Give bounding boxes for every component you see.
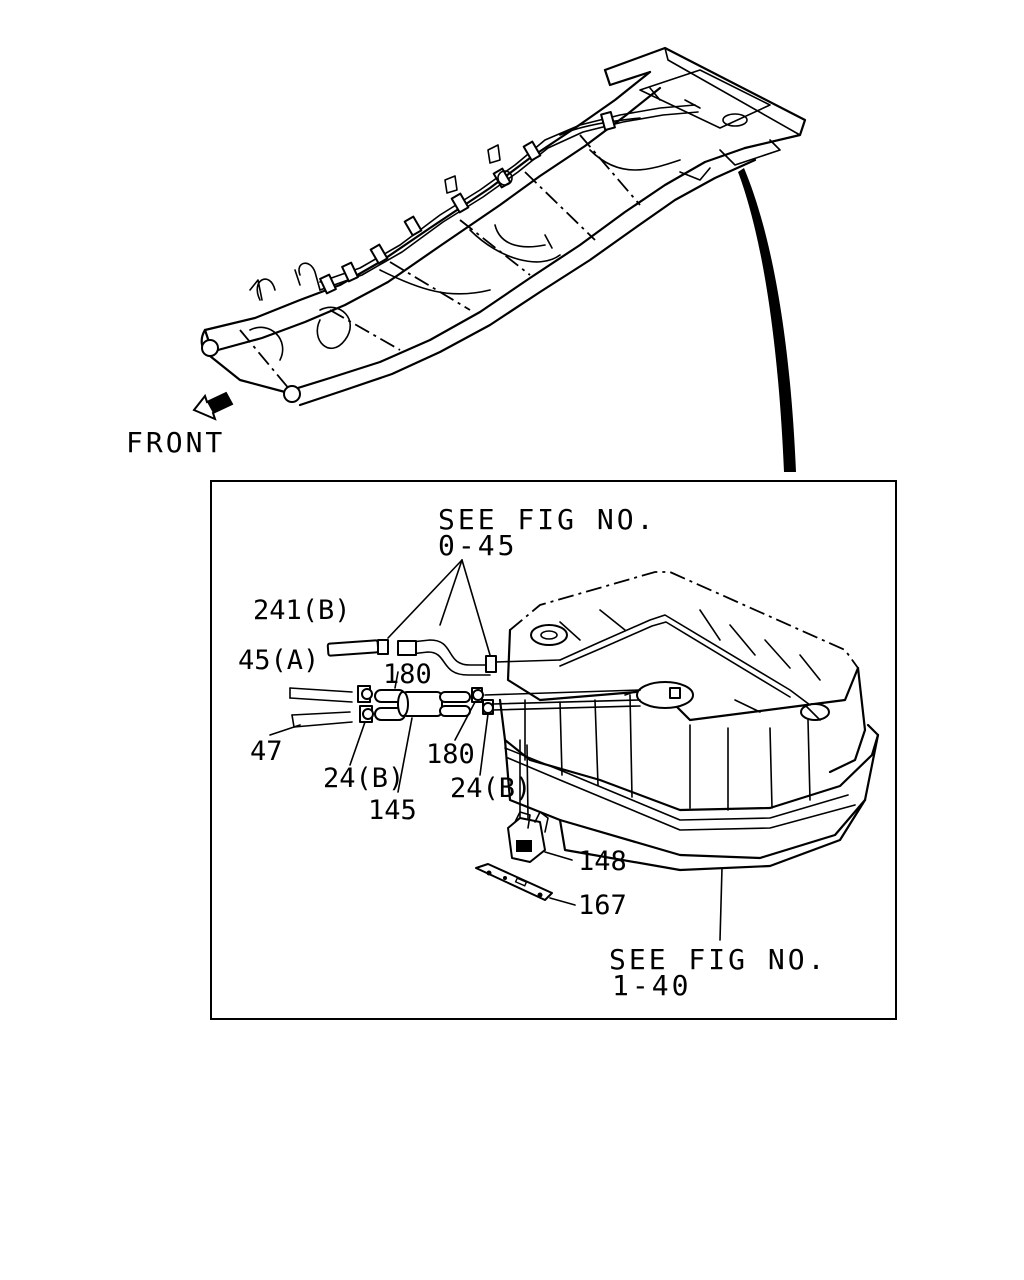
callout-180-lower: 180 [426,739,475,770]
see-fig-top-line1: SEE FIG NO. [438,503,656,536]
detail-pointer [738,168,796,472]
hoses [289,639,641,728]
front-label: FRONT [126,426,225,459]
plate-167 [475,863,553,901]
callout-145: 145 [368,795,417,826]
see-fig-bottom-line2: 1-40 [612,969,691,1002]
callout-180-upper: 180 [383,659,432,690]
bracket-148 [507,739,549,863]
callout-45a: 45(A) [238,645,319,676]
chassis-frame [200,46,807,407]
see-fig-top-line2: 0-45 [438,529,517,562]
callout-24b-right: 24(B) [450,773,531,804]
see-fig-bottom-line1: SEE FIG NO. [609,943,827,976]
callout-167: 167 [578,890,627,921]
fuel-tank [498,571,880,941]
callout-24b-left: 24(B) [323,763,404,794]
callout-241b: 241(B) [253,595,351,626]
callout-148: 148 [578,846,627,877]
top-leaders [387,559,491,656]
callout-47: 47 [250,736,283,767]
front-arrow-icon [192,391,234,421]
callout-leaders [269,671,576,906]
detail-box [210,480,897,1020]
